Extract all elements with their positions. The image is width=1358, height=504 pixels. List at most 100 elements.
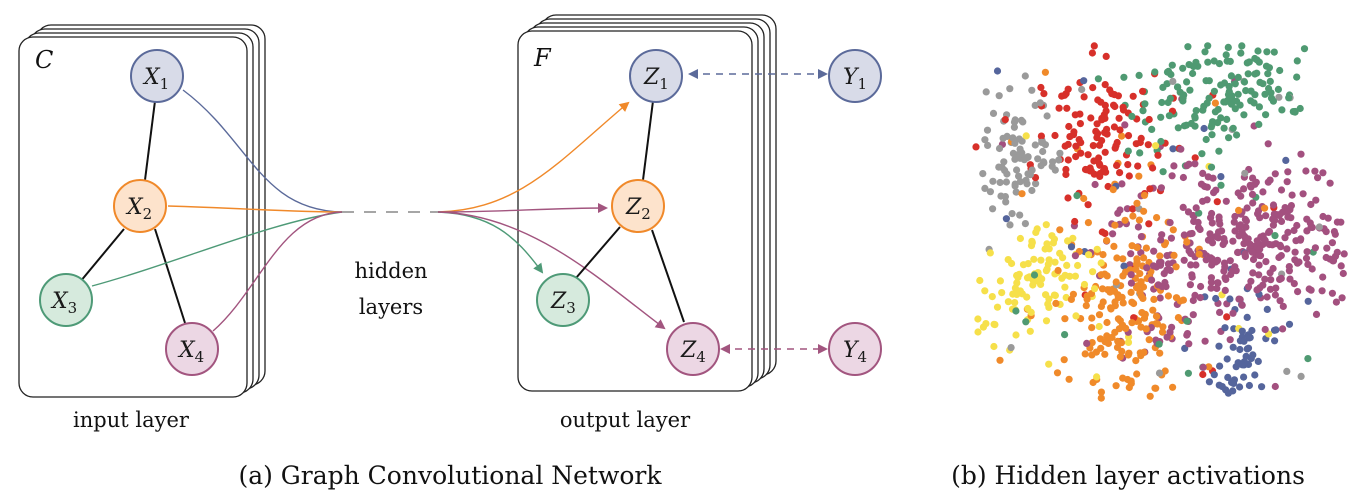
activation-point-orange (1117, 339, 1126, 347)
activation-point-green (1179, 64, 1187, 72)
activation-point-blue (1232, 363, 1240, 371)
node-y4-sub: 4 (858, 348, 868, 366)
svg-text:Z2: Z2 (625, 195, 651, 223)
curve-x1 (182, 89, 343, 213)
activation-point-purple (1314, 174, 1322, 182)
activation-point-green (1128, 112, 1136, 120)
activation-point-orange (1119, 255, 1127, 263)
activation-point-orange (1169, 226, 1177, 234)
activation-point-green (1164, 98, 1172, 107)
activation-point-orange (1119, 374, 1127, 382)
activation-point-yellow (1045, 256, 1053, 264)
activation-point-orange (1235, 206, 1243, 214)
activation-point-green (1261, 90, 1269, 98)
activation-point-blue (1285, 320, 1294, 328)
activation-point-orange (1080, 194, 1088, 203)
activation-point-orange (1118, 132, 1126, 140)
activation-point-red (1071, 217, 1079, 226)
activation-point-green (1244, 70, 1252, 78)
activation-point-gray (1008, 210, 1016, 218)
activation-point-green (1270, 48, 1278, 56)
activation-point-red (1124, 161, 1132, 169)
activation-point-red (1076, 110, 1084, 118)
activation-point-purple (1188, 271, 1196, 279)
activation-point-green (1267, 94, 1276, 102)
activation-point-orange (1156, 252, 1164, 260)
activation-point-orange (1109, 186, 1117, 194)
activation-point-yellow (1045, 295, 1053, 303)
activation-point-gray (995, 144, 1004, 153)
node-y1: Y1 (828, 49, 882, 103)
activation-point-gray (986, 188, 995, 196)
activation-point-purple (1220, 235, 1228, 243)
node-z4-sub: 4 (696, 348, 706, 366)
activation-point-gray (1003, 132, 1011, 140)
activation-point-gray (1037, 162, 1045, 170)
activation-point-yellow (976, 276, 984, 285)
activation-point-purple (1137, 233, 1145, 241)
activation-point-purple (1240, 240, 1248, 248)
activation-point-green (1255, 120, 1263, 128)
activation-point-gray (1015, 172, 1023, 180)
activation-point-orange (1161, 367, 1169, 375)
activation-point-orange (1139, 294, 1147, 302)
activation-point-green (1120, 73, 1128, 81)
activation-point-green (1210, 87, 1218, 95)
activation-point-blue (1272, 326, 1280, 334)
activation-point-gray (1010, 123, 1019, 131)
activation-point-yellow (1124, 338, 1133, 346)
activation-point-red (1062, 170, 1070, 179)
activation-point-green (1240, 111, 1248, 119)
activation-point-red (1110, 123, 1118, 131)
activation-point-purple (1229, 237, 1237, 245)
edge-z2-z3 (575, 226, 621, 279)
activation-point-purple (1283, 245, 1291, 253)
activation-point-purple (1277, 243, 1285, 251)
activation-point-purple (1221, 274, 1229, 282)
activation-point-yellow (1004, 256, 1012, 264)
activation-point-purple (1226, 336, 1234, 344)
svg-text:Y1: Y1 (843, 65, 867, 93)
activation-point-purple (1276, 297, 1284, 305)
activation-point-gray (1000, 158, 1008, 166)
activation-point-orange (1205, 363, 1213, 371)
activation-point-purple (1222, 197, 1230, 205)
activation-point-blue (1247, 354, 1255, 363)
activation-point-green (1198, 150, 1206, 158)
activation-point-yellow (1030, 255, 1038, 263)
activation-point-purple (1331, 230, 1339, 238)
activation-point-blue (1200, 124, 1208, 133)
activation-point-green (1151, 68, 1159, 76)
activation-point-orange (1083, 295, 1091, 303)
activation-point-gray (1020, 156, 1028, 164)
activation-point-gray (995, 163, 1003, 171)
activation-point-yellow (1089, 268, 1097, 276)
activation-point-green (1256, 78, 1264, 86)
activation-point-green (1276, 66, 1284, 75)
activation-point-green (1220, 98, 1228, 106)
activation-point-purple (1256, 214, 1264, 222)
activation-point-orange (1211, 99, 1219, 107)
activation-point-purple (1312, 196, 1320, 204)
activation-point-red (1076, 120, 1084, 128)
activation-point-purple (1265, 227, 1274, 235)
activation-point-purple (1319, 273, 1327, 281)
activation-point-green (1061, 331, 1069, 339)
activation-point-purple (1192, 261, 1200, 269)
activation-point-purple (1287, 202, 1295, 210)
activation-point-orange (1128, 319, 1136, 327)
activation-point-blue (1226, 295, 1234, 303)
activation-point-red (1040, 90, 1048, 98)
activation-point-red (1102, 107, 1110, 115)
activation-point-blue (1245, 381, 1253, 390)
activation-point-purple (1170, 162, 1178, 170)
activation-point-green (1155, 340, 1163, 348)
activation-point-orange (1172, 263, 1180, 271)
activation-point-blue (1236, 383, 1244, 391)
activation-point-yellow (1056, 249, 1064, 257)
activation-point-orange (1095, 311, 1104, 319)
activation-point-purple (1234, 248, 1242, 256)
activation-point-green (1157, 113, 1165, 121)
activation-point-purple (1284, 228, 1292, 236)
